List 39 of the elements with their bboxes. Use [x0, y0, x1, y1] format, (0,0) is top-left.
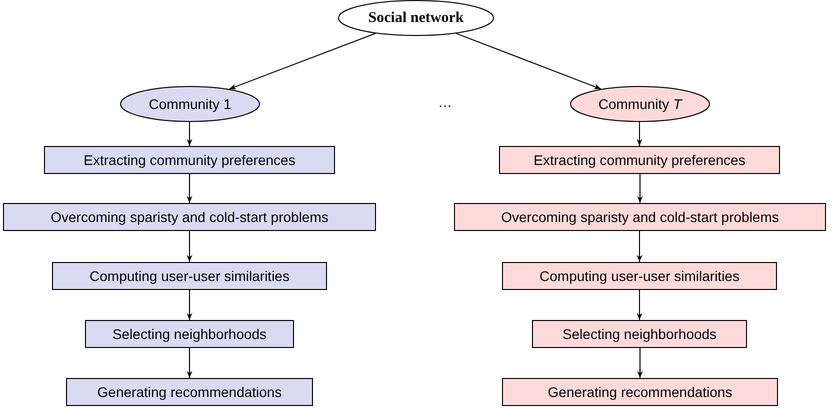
arrow	[456, 32, 602, 90]
process-box	[66, 378, 313, 406]
arrow	[228, 32, 376, 90]
node-label: Extracting community preferences	[84, 152, 296, 168]
arrow	[637, 174, 643, 204]
arrow	[186, 348, 192, 378]
process-box	[52, 262, 327, 290]
node-label: Computing user-user similarities	[540, 268, 740, 284]
process-box	[454, 203, 826, 231]
node-label: Community 1	[148, 96, 232, 112]
arrow	[186, 290, 192, 320]
node-label: Social network	[368, 10, 464, 26]
process-box	[499, 146, 780, 174]
process-box	[502, 262, 777, 290]
node-label: Computing user-user similarities	[90, 268, 290, 284]
node-label: Generating recommendations	[548, 384, 732, 400]
node-label: Overcoming sparisty and cold-start problems	[50, 209, 328, 225]
node-label: Extracting community preferences	[534, 152, 746, 168]
ellipse-node	[570, 86, 710, 122]
node-label: Overcoming sparisty and cold-start problems	[501, 209, 779, 225]
process-box	[44, 146, 335, 174]
arrow	[186, 122, 192, 146]
ellipse-node	[120, 86, 260, 122]
process-box	[85, 320, 294, 348]
node-label: Community T	[598, 96, 682, 112]
process-box	[3, 203, 376, 231]
arrow	[636, 122, 642, 146]
arrow	[186, 230, 192, 262]
arrow	[636, 230, 642, 262]
arrow	[636, 290, 642, 320]
node-label: Selecting neighborhoods	[562, 326, 717, 342]
process-box	[532, 320, 747, 348]
node-label: Generating recommendations	[97, 384, 282, 400]
ellipse-node	[338, 0, 494, 36]
process-box	[502, 378, 778, 406]
arrow	[637, 348, 643, 378]
ellipsis-label: …	[438, 94, 452, 110]
arrow	[186, 174, 192, 204]
node-label: Selecting neighborhoods	[112, 326, 267, 342]
